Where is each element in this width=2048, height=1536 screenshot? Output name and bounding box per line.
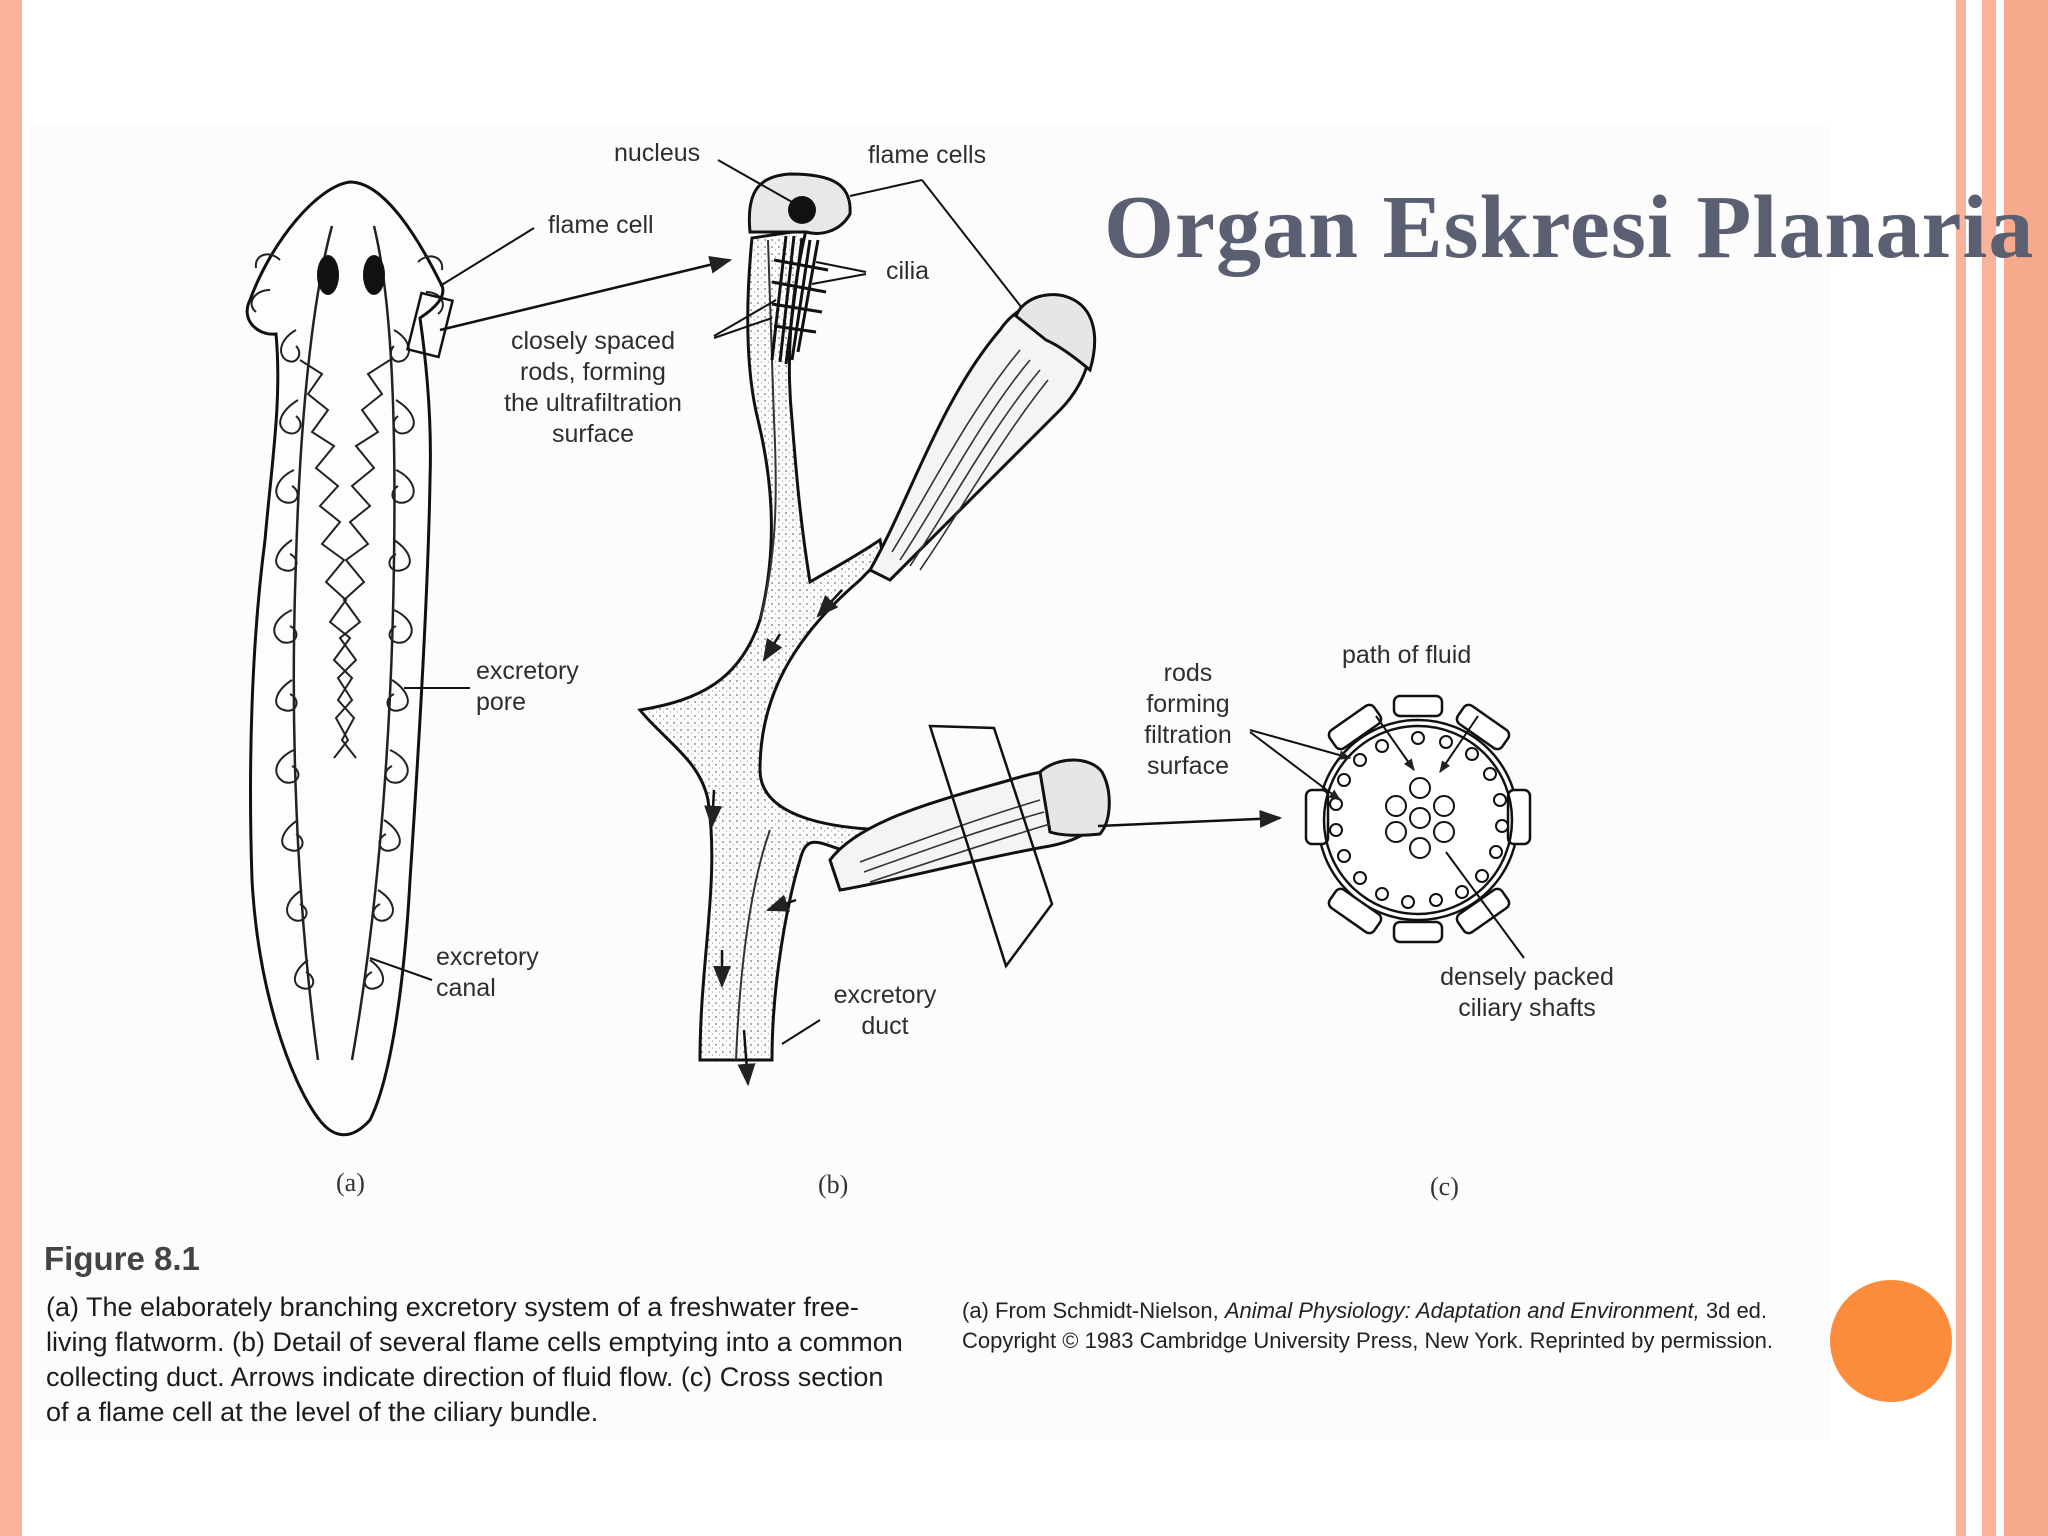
label-line: surface <box>552 420 634 448</box>
label-line: ciliary shafts <box>1458 994 1596 1022</box>
label-rods-forming: rods forming filtration surface <box>1126 658 1250 782</box>
flame-cell-system <box>637 172 1111 1087</box>
label-flame-cells: flame cells <box>868 141 987 169</box>
label-line: filtration <box>1144 721 1232 749</box>
slide-title: Organ Eskresi Planaria <box>1104 178 2035 277</box>
label-closely-spaced-rods: closely spaced rods, forming the ultrafi… <box>484 326 702 450</box>
label-excretory-duct: excretory duct <box>822 980 948 1042</box>
label-line: the ultrafiltration <box>504 389 682 417</box>
eyespot-left <box>317 255 339 295</box>
right-edge-bar <box>2004 0 2048 1536</box>
panel-label-c: (c) <box>1430 1172 1459 1201</box>
label-cilia: cilia <box>886 257 930 285</box>
label-line: densely packed <box>1440 963 1614 991</box>
figure-credit: (a) From Schmidt-Nielson, Animal Physiol… <box>962 1296 1812 1356</box>
accent-dot <box>1830 1280 1952 1402</box>
eyespot-right <box>363 255 385 295</box>
label-line: closely spaced <box>511 327 675 355</box>
leader-lines <box>369 159 1525 1045</box>
label-line: rods <box>1163 659 1213 687</box>
label-line: rods, forming <box>520 358 666 386</box>
label-line: excretory <box>476 657 579 685</box>
right-edge-stripe <box>1982 0 1996 1536</box>
label-path-of-fluid: path of fluid <box>1342 641 1472 669</box>
label-line: excretory <box>436 943 539 971</box>
label-line: forming <box>1146 690 1230 718</box>
label-line: excretory <box>833 981 937 1009</box>
label-line: surface <box>1147 752 1229 780</box>
label-nucleus: nucleus <box>614 139 701 167</box>
label-line: canal <box>436 974 496 1002</box>
label-line: pore <box>476 688 527 716</box>
label-line: duct <box>861 1012 909 1040</box>
excretory-network <box>250 253 444 990</box>
right-edge-stripe <box>1956 0 1966 1536</box>
label-densely-packed: densely packed ciliary shafts <box>1424 962 1630 1024</box>
nucleus <box>788 196 816 224</box>
cross-section <box>1304 694 1532 944</box>
section-plane <box>928 724 1054 969</box>
label-excretory-pore: excretory pore <box>476 656 579 718</box>
planaria-body <box>245 180 455 1137</box>
label-flame-cell: flame cell <box>548 211 654 239</box>
panel-label-a: (a) <box>336 1168 365 1197</box>
ring-of-rods <box>1329 731 1509 909</box>
left-edge-bar <box>0 0 22 1536</box>
panel-label-b: (b) <box>818 1170 849 1199</box>
cilia-bundle <box>770 235 829 365</box>
figure-number: Figure 8.1 <box>44 1240 200 1277</box>
credit-prefix: (a) From Schmidt-Nielson, <box>962 1298 1225 1323</box>
label-excretory-canal: excretory canal <box>436 942 539 1004</box>
ciliary-shafts <box>1385 777 1455 859</box>
figure-caption: (a) The elaborately branching excretory … <box>46 1292 903 1427</box>
credit-suffix: 3d ed. Copyright © 1983 Cambridge Univer… <box>962 1298 1774 1353</box>
credit-book-title: Animal Physiology: Adaptation and Enviro… <box>1224 1298 1700 1323</box>
